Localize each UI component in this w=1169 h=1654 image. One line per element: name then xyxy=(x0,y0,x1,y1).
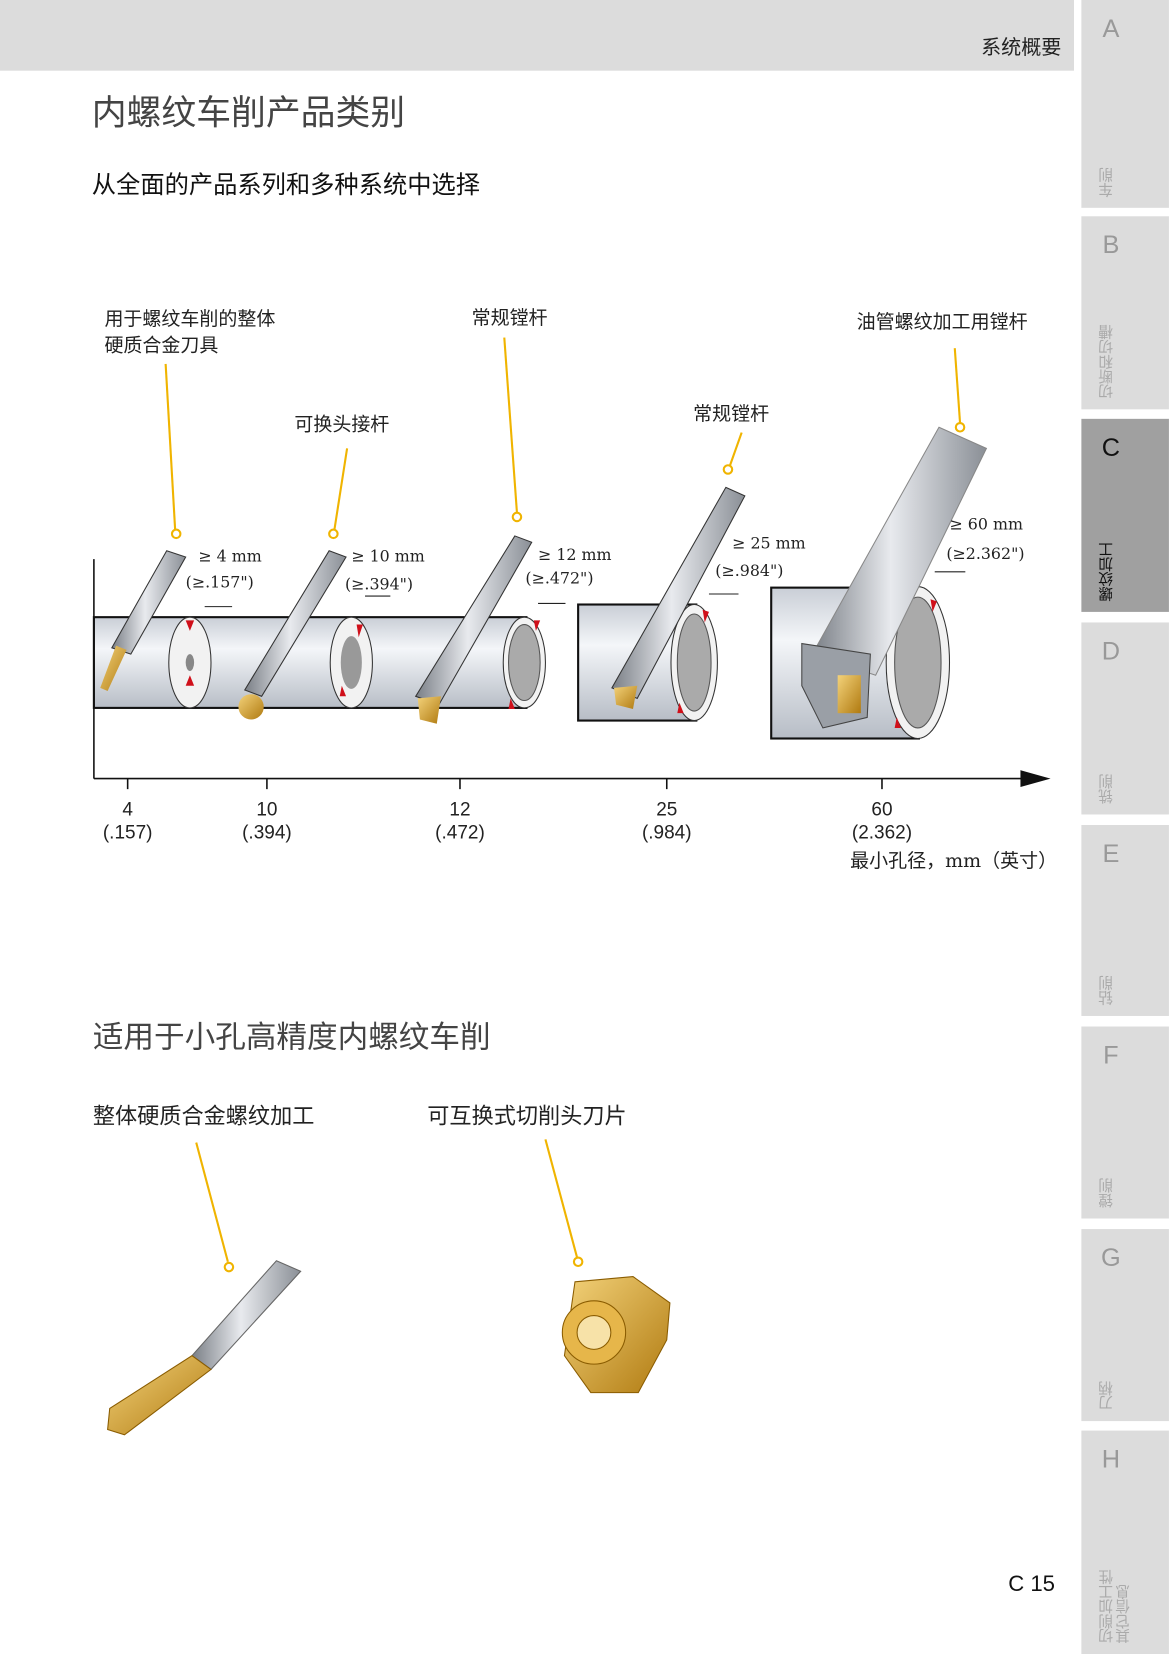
callout-boring-bar-2: 常规镗杆 xyxy=(693,403,770,426)
dim-mm: ≥ 10 mm xyxy=(351,546,425,566)
dim-mm: ≥ 25 mm xyxy=(732,533,806,553)
tool-exchangeable-head xyxy=(238,550,347,720)
tool-oil-pipe-bar xyxy=(801,426,988,729)
callout-solid-carbide: 用于螺纹车削的整体 硬质合金刀具 xyxy=(104,308,276,357)
dim-inch: (≥.984") xyxy=(715,561,784,581)
tool-boring-bar-12 xyxy=(414,535,533,724)
page-title: 内螺纹车削产品类别 xyxy=(91,91,406,133)
tick-label: 60(2.362) xyxy=(851,798,913,843)
dim-mm: ≥ 60 mm xyxy=(949,514,1023,534)
dim-inch: (≥.472") xyxy=(525,568,594,588)
section-title: 系统概要 xyxy=(981,35,1062,60)
tick-label: 12(.472) xyxy=(435,798,485,843)
diameter-markers xyxy=(185,599,937,728)
tick-label: 4(.157) xyxy=(102,798,153,843)
diameter-axis xyxy=(93,559,1051,790)
dim-inch: (≥2.362") xyxy=(946,544,1025,564)
label-insert-head: 可互换式切削头刀片 xyxy=(427,1103,627,1129)
tool-boring-bar-25 xyxy=(611,486,746,709)
page-subtitle: 从全面的产品系列和多种系统中选择 xyxy=(91,171,481,200)
tick-label: 25(.984) xyxy=(641,798,692,843)
dim-mm: ≥ 4 mm xyxy=(198,546,262,566)
callout-exchangeable-head: 可换头接杆 xyxy=(294,413,390,436)
label-solid-carbide: 整体硬质合金螺纹加工 xyxy=(92,1103,315,1129)
dim-inch: (≥.394") xyxy=(344,574,414,594)
solid-carbide-tool-image xyxy=(107,1260,302,1436)
page-number: C 15 xyxy=(1008,1571,1055,1597)
tick-label: 10(.394) xyxy=(242,798,292,843)
callout-leaders xyxy=(164,337,966,1273)
page-header: 系统概要 xyxy=(0,0,1074,71)
axis-label: 最小孔径，mm（英寸） xyxy=(850,850,1058,873)
insert-head-image xyxy=(561,1276,671,1394)
tool-solid-carbide xyxy=(100,550,187,692)
section-title: 适用于小孔高精度内螺纹车削 xyxy=(92,1019,491,1055)
dim-inch: (≥.157") xyxy=(185,572,254,592)
callout-boring-bar: 常规镗杆 xyxy=(471,307,548,330)
dim-mm: ≥ 12 mm xyxy=(538,545,612,565)
callout-oil-pipe: 油管螺纹加工用镗杆 xyxy=(856,311,1028,334)
